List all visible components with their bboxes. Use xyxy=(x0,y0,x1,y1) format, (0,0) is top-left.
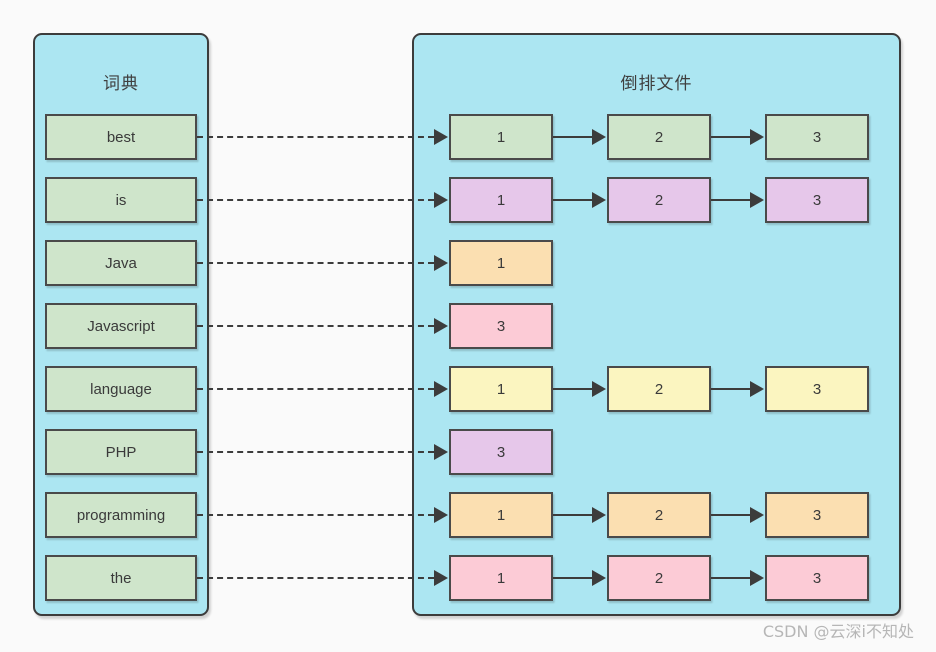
term-label: Javascript xyxy=(87,317,155,335)
posting-link-line xyxy=(553,577,592,579)
watermark: CSDN @云深i不知处 xyxy=(762,622,914,641)
dictionary-term-is[interactable]: is xyxy=(45,177,197,223)
arrow-icon xyxy=(750,570,764,586)
posting-box-is-3[interactable]: 3 xyxy=(765,177,869,223)
dictionary-term-best[interactable]: best xyxy=(45,114,197,160)
term-label: is xyxy=(115,191,127,209)
posting-link-line xyxy=(711,136,750,138)
inverted-file-title: 倒排文件 xyxy=(620,74,693,94)
arrow-icon xyxy=(750,507,764,523)
arrow-icon xyxy=(750,192,764,208)
posting-box-programming-3[interactable]: 3 xyxy=(765,492,869,538)
dictionary-title: 词典 xyxy=(103,74,139,94)
posting-link-line xyxy=(553,199,592,201)
term-label: the xyxy=(110,569,132,587)
posting-doc-id: 2 xyxy=(654,506,664,524)
posting-box-best-3[interactable]: 3 xyxy=(765,114,869,160)
posting-box-language-2[interactable]: 2 xyxy=(607,366,711,412)
arrow-icon xyxy=(750,381,764,397)
posting-doc-id: 1 xyxy=(496,569,506,587)
posting-doc-id: 3 xyxy=(812,569,822,587)
dictionary-to-posting-connector xyxy=(197,514,434,516)
posting-box-the-3[interactable]: 3 xyxy=(765,555,869,601)
posting-doc-id: 3 xyxy=(812,380,822,398)
posting-doc-id: 1 xyxy=(496,191,506,209)
arrow-icon xyxy=(750,129,764,145)
posting-box-language-1[interactable]: 1 xyxy=(449,366,553,412)
dictionary-to-posting-connector xyxy=(197,451,434,453)
arrow-icon xyxy=(592,192,606,208)
posting-box-is-2[interactable]: 2 xyxy=(607,177,711,223)
posting-doc-id: 2 xyxy=(654,380,664,398)
posting-box-the-2[interactable]: 2 xyxy=(607,555,711,601)
dictionary-to-posting-connector xyxy=(197,262,434,264)
term-label: PHP xyxy=(105,443,137,461)
posting-box-is-1[interactable]: 1 xyxy=(449,177,553,223)
dictionary-to-posting-connector xyxy=(197,388,434,390)
dictionary-term-java[interactable]: Java xyxy=(45,240,197,286)
posting-doc-id: 2 xyxy=(654,569,664,587)
posting-doc-id: 1 xyxy=(496,254,506,272)
posting-box-best-1[interactable]: 1 xyxy=(449,114,553,160)
dictionary-term-programming[interactable]: programming xyxy=(45,492,197,538)
posting-link-line xyxy=(711,388,750,390)
posting-doc-id: 3 xyxy=(496,317,506,335)
posting-box-php-3[interactable]: 3 xyxy=(449,429,553,475)
posting-box-javascript-3[interactable]: 3 xyxy=(449,303,553,349)
arrow-icon xyxy=(434,318,448,334)
arrow-icon xyxy=(592,129,606,145)
posting-link-line xyxy=(711,514,750,516)
arrow-icon xyxy=(434,129,448,145)
posting-link-line xyxy=(711,199,750,201)
posting-link-line xyxy=(553,388,592,390)
posting-doc-id: 1 xyxy=(496,128,506,146)
dictionary-to-posting-connector xyxy=(197,325,434,327)
arrow-icon xyxy=(434,381,448,397)
posting-doc-id: 3 xyxy=(496,443,506,461)
dictionary-term-language[interactable]: language xyxy=(45,366,197,412)
dictionary-term-php[interactable]: PHP xyxy=(45,429,197,475)
posting-doc-id: 2 xyxy=(654,191,664,209)
posting-box-programming-1[interactable]: 1 xyxy=(449,492,553,538)
posting-box-language-3[interactable]: 3 xyxy=(765,366,869,412)
posting-link-line xyxy=(553,514,592,516)
arrow-icon xyxy=(434,192,448,208)
dictionary-term-the[interactable]: the xyxy=(45,555,197,601)
arrow-icon xyxy=(434,507,448,523)
term-label: Java xyxy=(105,254,137,272)
posting-box-programming-2[interactable]: 2 xyxy=(607,492,711,538)
term-label: language xyxy=(90,380,152,398)
dictionary-to-posting-connector xyxy=(197,136,434,138)
arrow-icon xyxy=(592,570,606,586)
posting-doc-id: 2 xyxy=(654,128,664,146)
posting-box-java-1[interactable]: 1 xyxy=(449,240,553,286)
posting-doc-id: 1 xyxy=(496,380,506,398)
posting-doc-id: 3 xyxy=(812,191,822,209)
posting-box-best-2[interactable]: 2 xyxy=(607,114,711,160)
dictionary-to-posting-connector xyxy=(197,199,434,201)
posting-box-the-1[interactable]: 1 xyxy=(449,555,553,601)
arrow-icon xyxy=(592,381,606,397)
dictionary-term-javascript[interactable]: Javascript xyxy=(45,303,197,349)
posting-doc-id: 1 xyxy=(496,506,506,524)
dictionary-to-posting-connector xyxy=(197,577,434,579)
arrow-icon xyxy=(434,570,448,586)
posting-doc-id: 3 xyxy=(812,506,822,524)
term-label: best xyxy=(106,128,136,146)
posting-doc-id: 3 xyxy=(812,128,822,146)
arrow-icon xyxy=(434,444,448,460)
arrow-icon xyxy=(434,255,448,271)
posting-link-line xyxy=(553,136,592,138)
posting-link-line xyxy=(711,577,750,579)
term-label: programming xyxy=(76,506,166,524)
arrow-icon xyxy=(592,507,606,523)
